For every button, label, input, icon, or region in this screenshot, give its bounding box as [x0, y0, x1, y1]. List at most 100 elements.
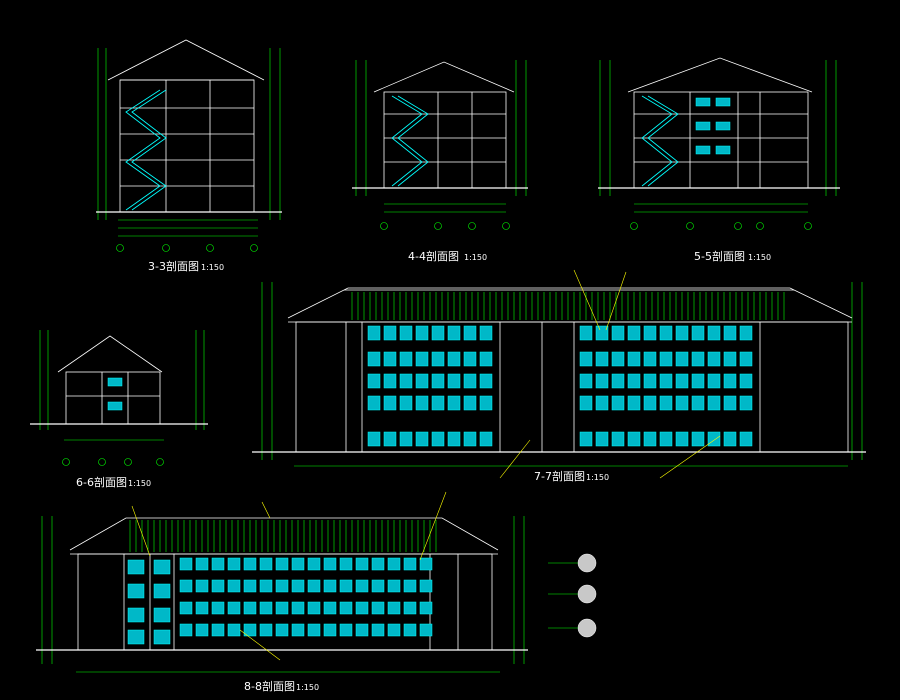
window	[383, 431, 397, 447]
window	[195, 601, 209, 615]
window	[211, 623, 225, 637]
window	[691, 325, 705, 341]
window	[127, 583, 145, 599]
window	[399, 325, 413, 341]
window	[387, 623, 401, 637]
window	[479, 395, 493, 411]
window	[259, 601, 273, 615]
window	[259, 623, 273, 637]
window	[367, 431, 381, 447]
window	[339, 579, 353, 593]
section-7-7-scale: 1:150	[586, 473, 609, 482]
section-5-5: 5-5剖面图 1:150	[598, 57, 840, 263]
window	[179, 601, 193, 615]
window	[355, 557, 369, 571]
window	[431, 431, 445, 447]
window	[627, 325, 641, 341]
window	[643, 395, 657, 411]
window	[367, 351, 381, 367]
section-4-4: 4-4剖面图 1:150	[352, 60, 528, 263]
window	[707, 351, 721, 367]
window	[723, 431, 737, 447]
window	[611, 431, 625, 447]
window	[595, 351, 609, 367]
window	[387, 579, 401, 593]
window	[323, 557, 337, 571]
window	[387, 601, 401, 615]
window	[153, 629, 171, 645]
window	[323, 601, 337, 615]
window	[419, 557, 433, 571]
window	[355, 579, 369, 593]
window	[595, 395, 609, 411]
window	[479, 325, 493, 341]
section-3-3-outline	[107, 39, 265, 213]
window	[243, 623, 257, 637]
section-5-5-windows	[695, 97, 731, 155]
window	[323, 579, 337, 593]
window	[463, 395, 477, 411]
window	[227, 623, 241, 637]
section-6-6: 6-6剖面图 1:150	[30, 330, 208, 489]
section-5-5-dimension-lines	[599, 60, 837, 213]
window	[479, 373, 493, 389]
window	[195, 623, 209, 637]
window	[415, 373, 429, 389]
section-8-8-roof-hatching	[129, 520, 437, 552]
section-3-3-dimension-lines	[97, 48, 281, 237]
window	[463, 431, 477, 447]
window	[259, 579, 273, 593]
window	[415, 431, 429, 447]
window	[275, 601, 289, 615]
window	[739, 325, 753, 341]
section-4-4-scale: 1:150	[464, 253, 487, 262]
window	[739, 351, 753, 367]
section-5-5-title: 5-5剖面图	[694, 249, 745, 263]
window	[675, 351, 689, 367]
window	[307, 623, 321, 637]
window	[675, 373, 689, 389]
window	[275, 579, 289, 593]
window	[127, 629, 145, 645]
section-3-3-title: 3-3剖面图	[148, 259, 199, 273]
window	[691, 395, 705, 411]
window	[611, 325, 625, 341]
window	[419, 579, 433, 593]
window	[431, 351, 445, 367]
window	[127, 607, 145, 623]
window	[179, 623, 193, 637]
section-8-8-callouts	[131, 491, 447, 661]
section-5-5-outline	[627, 57, 813, 189]
window	[399, 373, 413, 389]
window	[707, 395, 721, 411]
section-7-7-roof-hatching	[351, 292, 785, 320]
window	[579, 395, 593, 411]
window	[431, 373, 445, 389]
window	[675, 431, 689, 447]
window	[723, 351, 737, 367]
window	[275, 557, 289, 571]
section-5-5-scale: 1:150	[748, 253, 771, 262]
section-7-7-dimension-lines	[261, 282, 863, 467]
section-3-3-scale: 1:150	[201, 263, 224, 272]
window	[659, 431, 673, 447]
window	[431, 395, 445, 411]
window	[431, 325, 445, 341]
window	[211, 579, 225, 593]
window	[243, 557, 257, 571]
window	[595, 373, 609, 389]
window	[403, 579, 417, 593]
window	[339, 623, 353, 637]
window	[367, 373, 381, 389]
section-8-8-dimension-lines	[41, 516, 525, 673]
section-4-4-dimension-lines	[355, 60, 527, 213]
section-6-6-grid-bubbles	[62, 458, 164, 466]
window	[419, 601, 433, 615]
window	[675, 325, 689, 341]
window	[339, 557, 353, 571]
window	[739, 431, 753, 447]
section-3-3-grid-bubbles	[116, 244, 258, 252]
section-7-7-title: 7-7剖面图	[534, 469, 585, 483]
section-6-6-dimension-lines	[39, 330, 205, 441]
